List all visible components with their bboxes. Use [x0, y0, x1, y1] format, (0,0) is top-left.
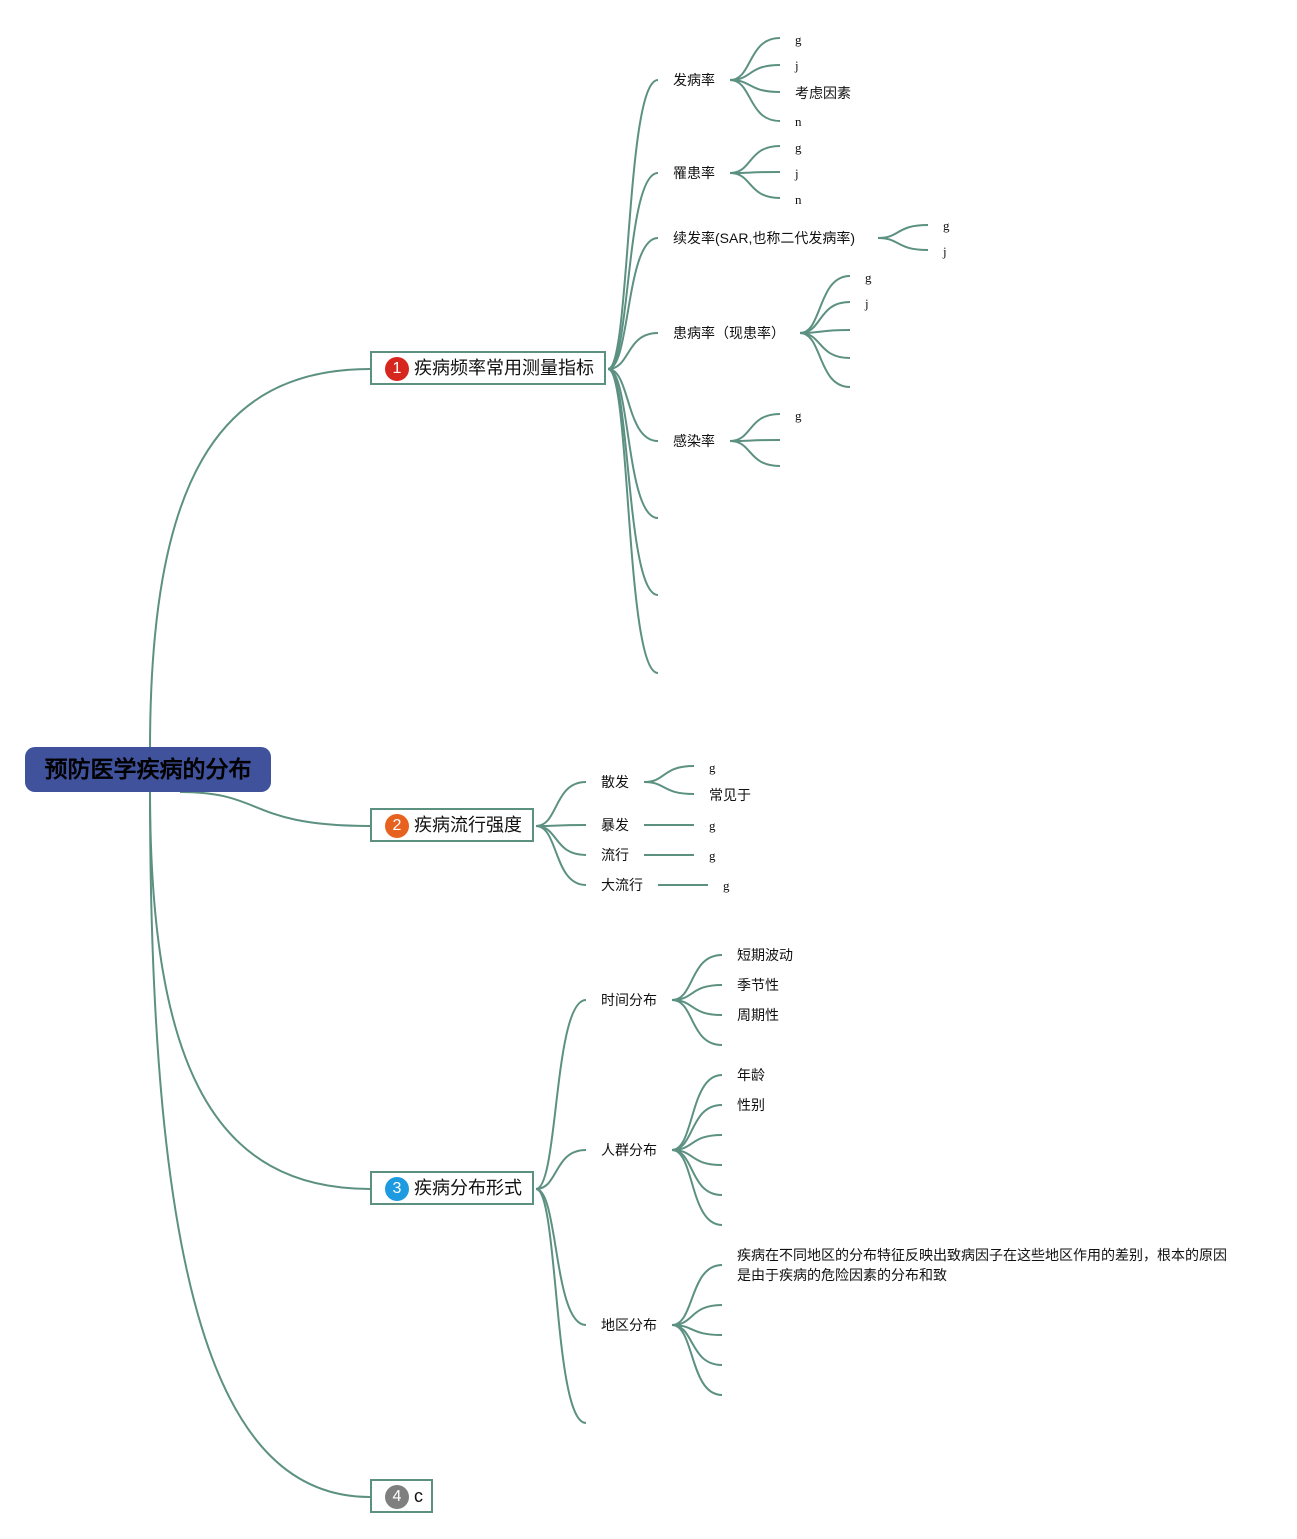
connector: [729, 79, 781, 122]
connector: [671, 1149, 723, 1226]
connector: [877, 224, 929, 239]
leaf-prevalence-j[interactable]: j: [865, 296, 869, 311]
number-badge: 2: [385, 814, 409, 838]
connector: [607, 368, 659, 442]
connector: [729, 37, 781, 81]
connector: [607, 79, 659, 370]
connector: [607, 332, 659, 370]
branch-label: 疾病流行强度: [414, 815, 522, 835]
connector: [671, 954, 723, 1001]
leaf-regional-description[interactable]: 疾病在不同地区的分布特征反映出致病因子在这些地区作用的差别，根本的原因是由于疾病…: [737, 1247, 1227, 1283]
leaf-sporadic-g[interactable]: g: [709, 760, 716, 775]
connector: [799, 332, 851, 388]
connector: [729, 413, 781, 442]
topic-infection-rate[interactable]: 感染率: [673, 433, 715, 449]
connector: [535, 825, 587, 886]
leaf-seasonality[interactable]: 季节性: [737, 977, 779, 993]
connector: [535, 825, 587, 856]
connector: [535, 1188, 587, 1424]
topic-population-distribution[interactable]: 人群分布: [601, 1142, 657, 1158]
connector: [671, 999, 723, 1046]
connector: [671, 1074, 723, 1151]
root-to-branch-4: [149, 789, 371, 1498]
leaf-outbreak-g[interactable]: g: [709, 818, 716, 833]
connector: [729, 439, 781, 442]
branch-4[interactable]: 4 c: [370, 1479, 433, 1513]
leaf-sar-g[interactable]: g: [943, 218, 950, 233]
leaf-age[interactable]: 年龄: [737, 1067, 765, 1083]
branch-label: 疾病分布形式: [414, 1178, 522, 1198]
root-to-branch-2: [179, 791, 371, 827]
connector: [643, 781, 695, 795]
connector: [799, 301, 851, 334]
topic-attack-rate[interactable]: 罹患率: [673, 165, 715, 181]
leaf-sporadic-common[interactable]: 常见于: [709, 787, 751, 803]
leaf-incidence-g[interactable]: g: [795, 32, 802, 47]
branch-frequency-measures[interactable]: 1 疾病频率常用测量指标: [370, 351, 606, 385]
connector: [729, 172, 781, 199]
leaf-attack-g[interactable]: g: [795, 140, 802, 155]
connector: [643, 765, 695, 783]
leaf-attack-n[interactable]: n: [795, 192, 802, 207]
connector: [607, 172, 659, 370]
connector: [607, 368, 659, 674]
connector: [729, 145, 781, 174]
leaf-attack-j[interactable]: j: [795, 166, 799, 181]
number-badge: 4: [385, 1485, 409, 1509]
connector: [671, 1324, 723, 1396]
connector: [535, 824, 587, 827]
topic-sporadic[interactable]: 散发: [601, 774, 629, 790]
branch-distribution-forms[interactable]: 3 疾病分布形式: [370, 1171, 534, 1205]
topic-regional-distribution[interactable]: 地区分布: [601, 1317, 657, 1333]
leaf-short-term-fluctuation[interactable]: 短期波动: [737, 947, 793, 963]
connector: [535, 781, 587, 827]
leaf-incidence-factors[interactable]: 考虑因素: [795, 85, 851, 101]
leaf-sex[interactable]: 性别: [737, 1097, 765, 1113]
connector: [671, 1104, 723, 1151]
connector: [607, 368, 659, 519]
leaf-incidence-n[interactable]: n: [795, 114, 802, 129]
leaf-pandemic-g[interactable]: g: [723, 878, 730, 893]
leaf-infection-g[interactable]: g: [795, 408, 802, 423]
connector: [877, 237, 929, 251]
connector: [729, 171, 781, 174]
root-to-branch-3: [149, 789, 371, 1190]
connector: [607, 237, 659, 370]
root-to-branch-1: [149, 368, 371, 751]
topic-incidence-rate[interactable]: 发病率: [673, 72, 715, 88]
topic-time-distribution[interactable]: 时间分布: [601, 992, 657, 1008]
leaf-prevalence-g[interactable]: g: [865, 270, 872, 285]
topic-prevalence-rate[interactable]: 患病率（现患率）: [673, 325, 785, 341]
topic-outbreak[interactable]: 暴发: [601, 817, 629, 833]
connector: [535, 1149, 587, 1190]
branch-epidemic-intensity[interactable]: 2 疾病流行强度: [370, 808, 534, 842]
connector: [535, 1188, 587, 1326]
topic-epidemic[interactable]: 流行: [601, 847, 629, 863]
leaf-periodicity[interactable]: 周期性: [737, 1007, 779, 1023]
leaf-epidemic-g[interactable]: g: [709, 848, 716, 863]
connector: [671, 1264, 723, 1326]
number-badge: 1: [385, 357, 409, 381]
connector: [729, 440, 781, 467]
connector: [671, 1149, 723, 1196]
number-badge: 3: [385, 1177, 409, 1201]
topic-pandemic[interactable]: 大流行: [601, 877, 643, 893]
root-topic[interactable]: 预防医学疾病的分布: [25, 747, 271, 792]
connector: [799, 275, 851, 334]
branch-label: c: [414, 1486, 423, 1506]
topic-secondary-attack-rate[interactable]: 续发率(SAR,也称二代发病率): [673, 230, 855, 246]
leaf-sar-j[interactable]: j: [943, 244, 947, 259]
connector: [535, 999, 587, 1190]
branch-label: 疾病频率常用测量指标: [414, 358, 594, 378]
leaf-incidence-j[interactable]: j: [795, 58, 799, 73]
